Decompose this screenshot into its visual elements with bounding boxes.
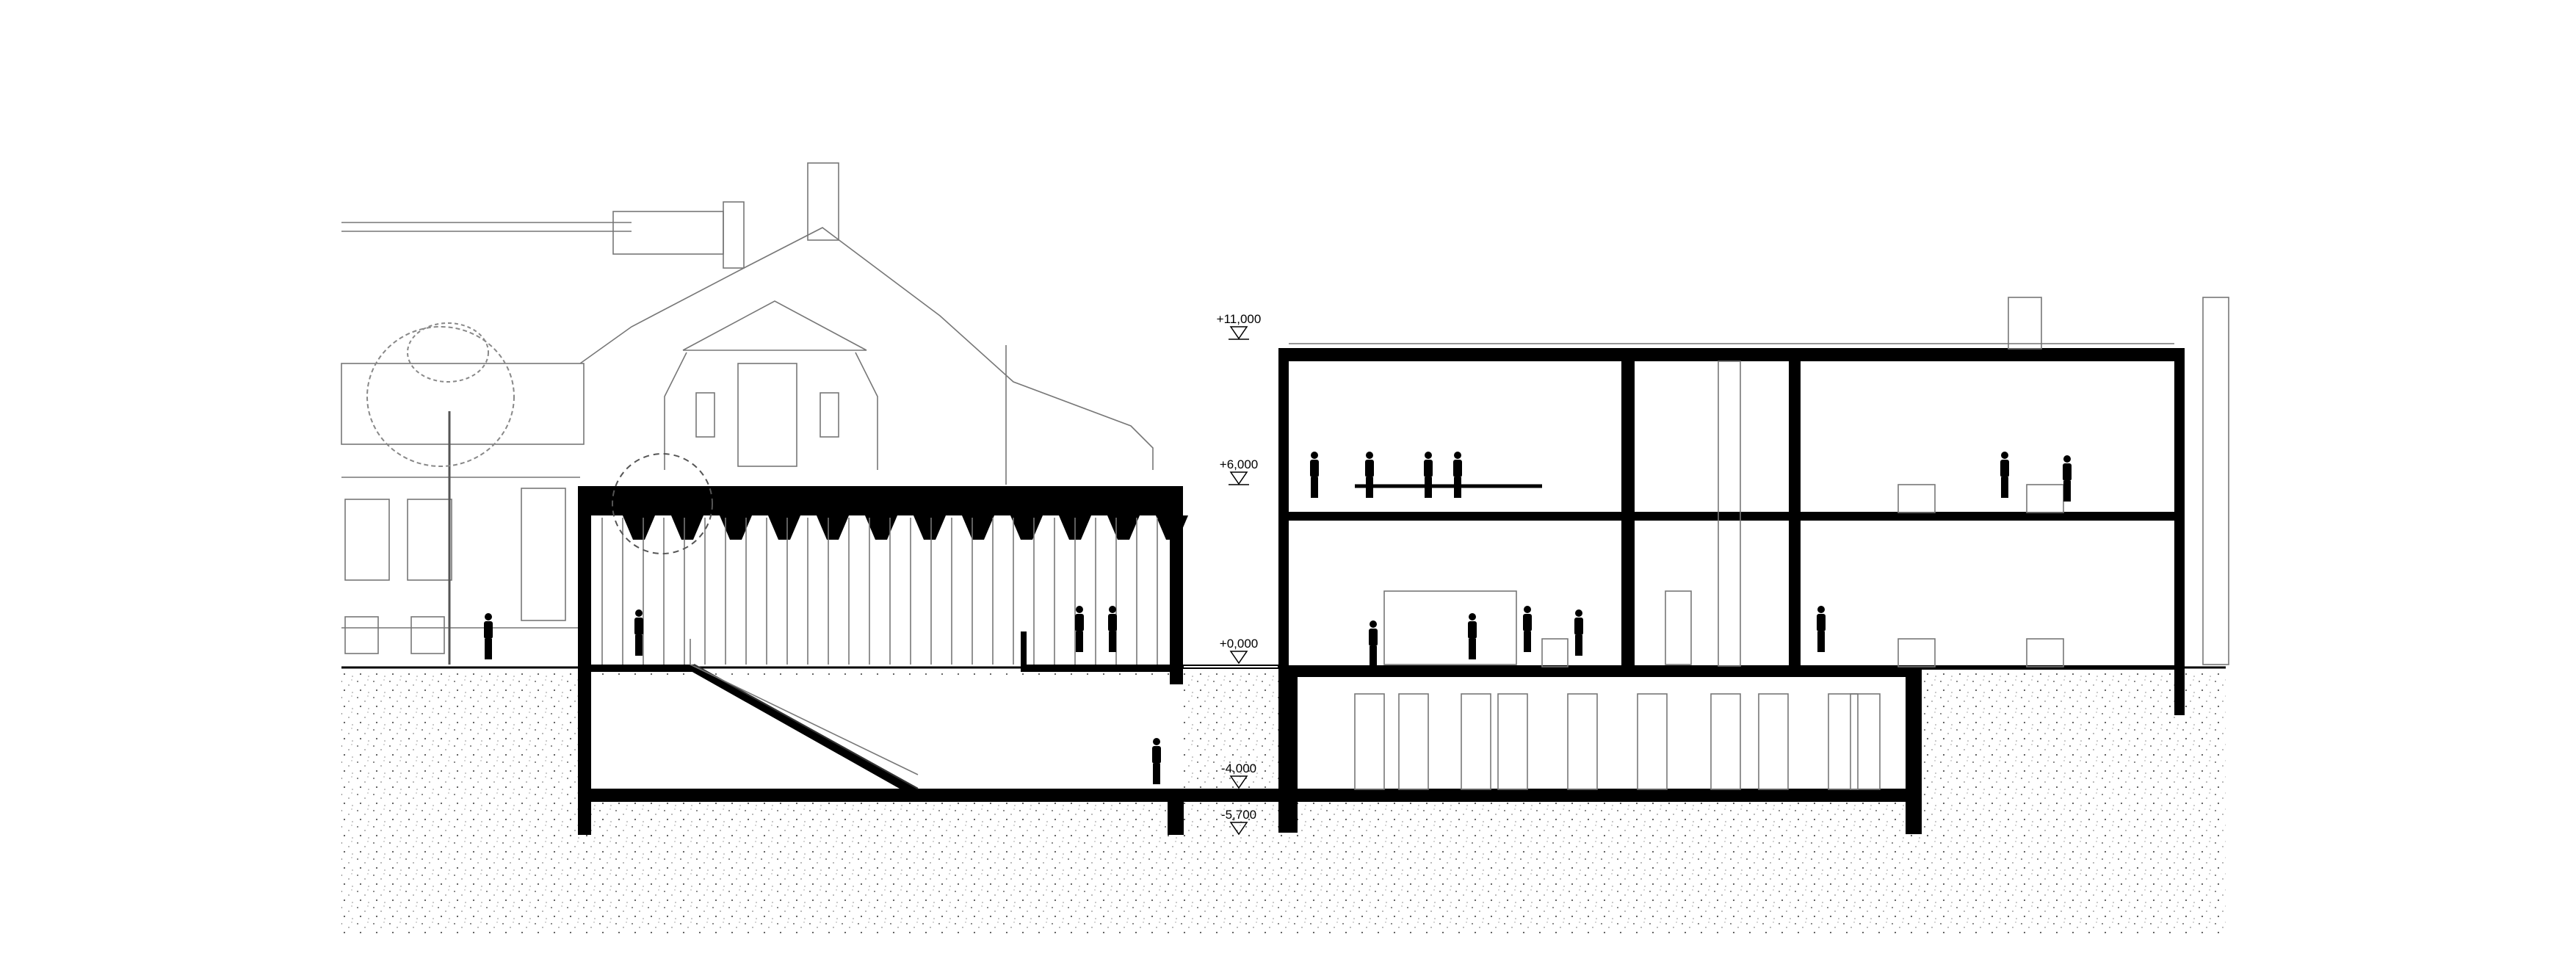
level-label: +0,000 xyxy=(1220,637,1258,651)
person-silhouette xyxy=(2063,455,2072,502)
basement-partition xyxy=(1497,693,1528,790)
level-marker-11000: +11,000 xyxy=(1217,312,1262,340)
main-building-section xyxy=(1278,297,2229,834)
tree xyxy=(366,322,515,665)
level-label: -4,000 xyxy=(1221,761,1256,775)
person-silhouette xyxy=(1468,613,1477,659)
person-silhouette xyxy=(1574,609,1583,656)
person-silhouette xyxy=(1523,606,1532,652)
person-silhouette xyxy=(1108,606,1117,652)
person-silhouette xyxy=(1075,606,1084,652)
pavilion-section xyxy=(578,453,1279,835)
level-marker-minus4000: -4,000 xyxy=(1221,761,1256,789)
person-silhouette xyxy=(1817,606,1826,652)
skylight-cone xyxy=(962,515,994,540)
skylight-cone xyxy=(1010,515,1043,540)
person-silhouette xyxy=(1424,452,1433,498)
skylight-cone xyxy=(623,515,655,540)
person-silhouette xyxy=(634,609,643,656)
level-label: +11,000 xyxy=(1217,312,1262,326)
skylight-cone xyxy=(865,515,897,540)
skylight-cone xyxy=(817,515,849,540)
basement-partition xyxy=(1710,693,1741,790)
basement-partition xyxy=(1637,693,1668,790)
basement-partition xyxy=(1850,693,1881,790)
skylight-cone xyxy=(768,515,800,540)
basement-partition xyxy=(1354,693,1385,790)
person-silhouette xyxy=(2000,452,2009,498)
level-marker-0000: +0,000 xyxy=(1220,637,1258,665)
person-silhouette xyxy=(1152,738,1161,784)
people-silhouettes xyxy=(484,452,2072,784)
skylight-cone xyxy=(671,515,703,540)
basement-partition xyxy=(1461,693,1491,790)
person-silhouette xyxy=(1310,452,1319,498)
basement-partition xyxy=(1828,693,1859,790)
basement-partition xyxy=(1758,693,1789,790)
level-markers: +11,000 +6,000 +0,000 -4,000 -5,700 xyxy=(1182,312,1279,836)
person-silhouette xyxy=(1365,452,1374,498)
level-label: +6,000 xyxy=(1220,457,1258,471)
person-silhouette xyxy=(1369,620,1378,667)
person-silhouette xyxy=(1453,452,1462,498)
level-marker-6000: +6,000 xyxy=(1220,457,1258,485)
skylight-cone xyxy=(720,515,752,540)
level-marker-minus5700: -5,700 xyxy=(1221,808,1256,836)
basement-partition xyxy=(1398,693,1429,790)
basement-partition xyxy=(1567,693,1598,790)
level-label: -5,700 xyxy=(1221,808,1256,822)
skylight-cone xyxy=(1107,515,1140,540)
skylight-cone xyxy=(913,515,946,540)
existing-building-elevation xyxy=(341,162,1154,654)
person-silhouette xyxy=(484,613,493,659)
